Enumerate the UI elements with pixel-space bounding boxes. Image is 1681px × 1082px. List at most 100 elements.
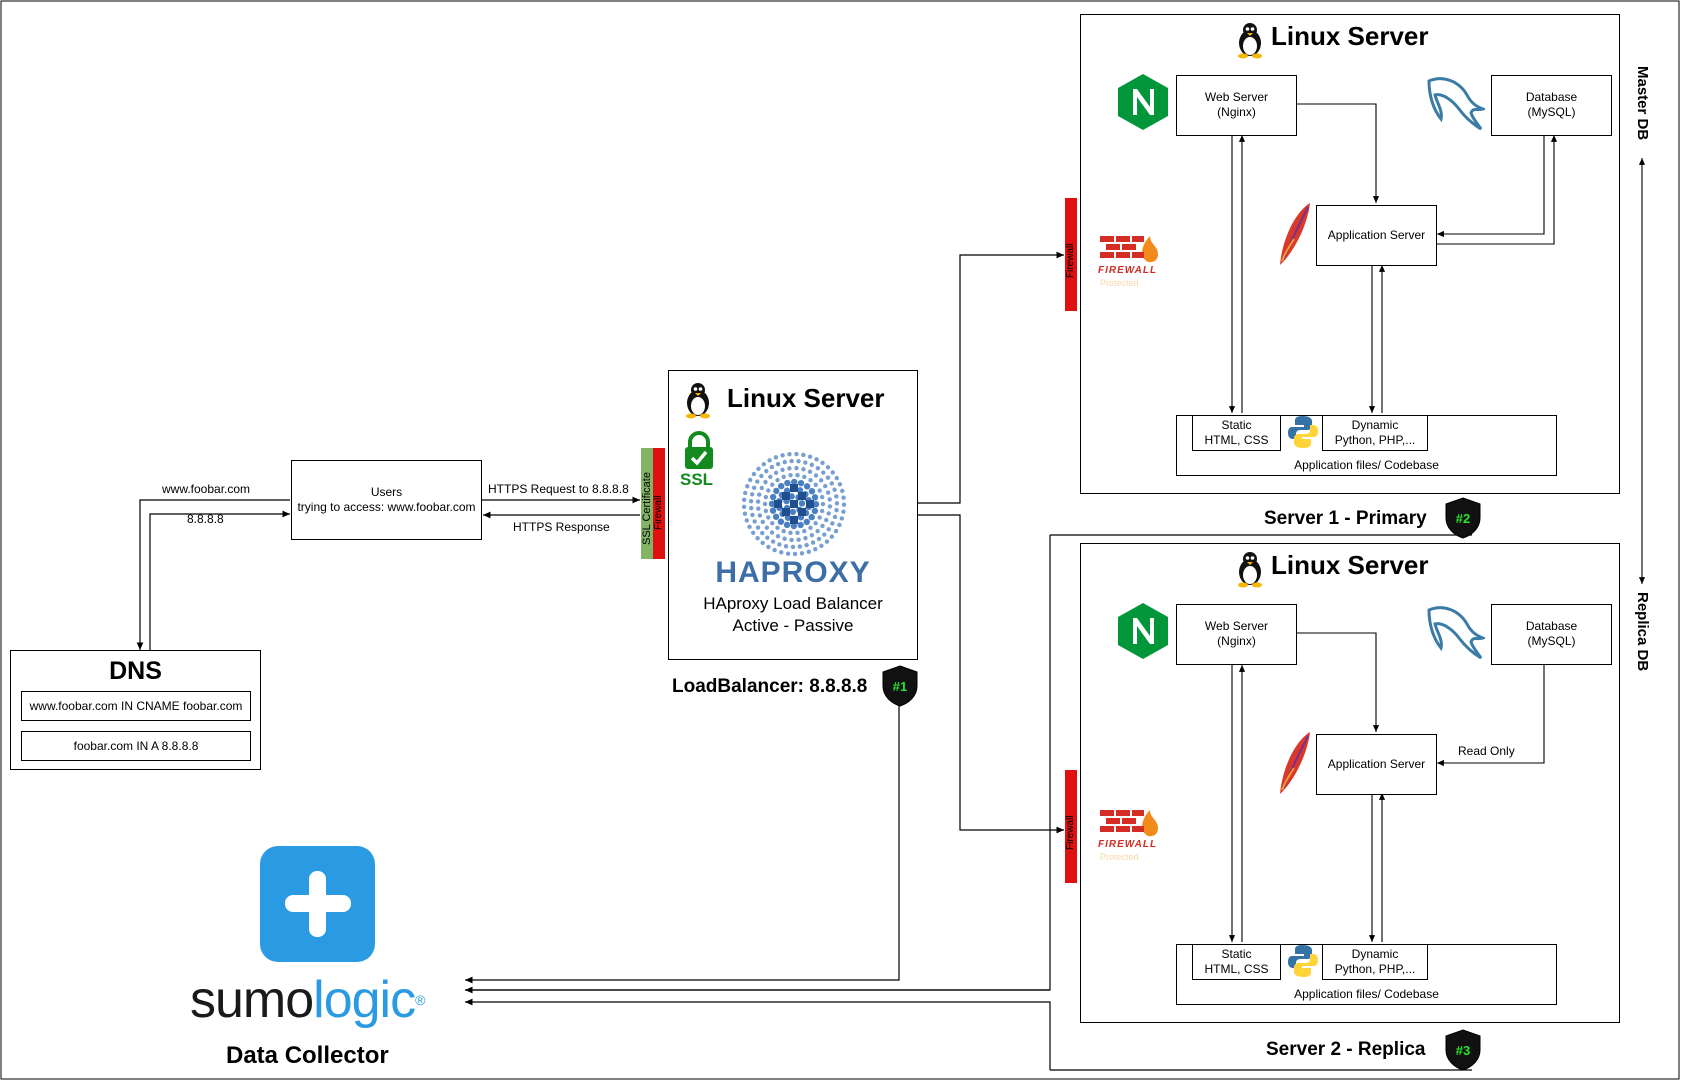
s1-dynamic-label: Dynamic Python, PHP,... [1334,418,1416,447]
s1-app-server-box: Application Server [1316,205,1437,266]
haproxy-logo-text: HAPROXY [715,556,871,589]
ssl-text: SSL [680,470,714,489]
master-db-label: Master DB [1634,66,1651,141]
s1-badge-shield-icon: #2 [1445,497,1481,539]
users-label: Users trying to access: www.foobar.com [297,485,476,514]
s1-web-to-app-arrow [1297,103,1380,203]
s1-firewall-logo-text: FIREWALL [1098,265,1158,276]
users-box: Users trying to access: www.foobar.com [291,460,482,540]
sumologic-logo-logic: logic [313,971,416,1029]
dns-query-arrow [136,499,290,650]
s2-web-server-label: Web Server (Nginx) [1204,619,1269,648]
s1-badge-text: #2 [1456,511,1470,526]
s1-python-icon [1288,416,1318,448]
s1-firewall-label: Firewall [1065,243,1076,278]
s2-apache-feather-icon [1280,732,1310,794]
s1-static-box: Static HTML, CSS [1192,415,1281,451]
dns-record-a-text: foobar.com IN A 8.8.8.8 [73,739,199,753]
s2-app-server-label: Application Server [1327,757,1426,771]
haproxy-description: HAproxy Load Balancer Active - Passive [703,594,883,635]
dns-record-cname: www.foobar.com IN CNAME foobar.com [21,691,251,721]
sumologic-app-icon [260,846,375,962]
s1-database-label: Database (MySQL) [1525,90,1578,119]
s2-caption: Server 2 - Replica [1266,1039,1426,1060]
dns-record-cname-text: www.foobar.com IN CNAME foobar.com [29,699,243,713]
s2-nginx-icon [1118,603,1168,659]
s1-db-to-app-arrow [1437,135,1545,238]
sumologic-caption: Data Collector [226,1042,389,1069]
ssl-lock-icon [685,431,713,469]
s1-codebase-box: Static HTML, CSS Dynamic Python, PHP,...… [1176,415,1557,476]
s1-firewall-bar [1065,198,1077,311]
s1-web-server-label: Web Server (Nginx) [1204,90,1269,119]
lb-firewall-label: Firewall [653,495,664,530]
ssl-certificate-bar [641,448,653,559]
s1-mysql-dolphin-icon [1427,77,1485,131]
sumologic-logo-sumo: sumo [190,971,314,1029]
s1-firewall-brick-icon [1100,236,1158,263]
s2-codebase-box: Static HTML, CSS Dynamic Python, PHP,...… [1176,944,1557,1005]
s2-firewall-bar [1065,770,1077,883]
s2-db-readonly-arrow [1437,664,1545,767]
dns-answer-arrow [149,510,290,650]
s2-database-label: Database (MySQL) [1525,619,1578,648]
s2-title: Linux Server [1271,550,1429,580]
server2-box: Linux Server Web Server (Nginx) Database… [1080,543,1620,1023]
s2-firewall-label: Firewall [1065,815,1076,850]
s2-python-icon [1288,945,1318,977]
replica-db-label: Replica DB [1634,592,1651,672]
s1-firewall-sub-text: Protected [1100,278,1139,288]
lb-server-title: Linux Server [727,383,885,413]
s2-firewall-sub-text: Protected [1100,852,1139,862]
haproxy-logo-icon [741,451,847,557]
s1-database-box: Database (MySQL) [1491,75,1612,136]
s2-firewall-logo-text: FIREWALL [1098,839,1158,850]
s1-linux-tux-icon [1238,23,1262,59]
loadbalancer-server-box: Linux Server SSL HAPROXY HAproxy Load Ba… [668,370,918,660]
s1-app-server-label: Application Server [1327,228,1426,242]
ssl-certificate-label: SSL Certificate [641,472,653,545]
s2-web-to-app-arrow [1297,632,1380,732]
server-group-to-sumo-arrow [465,998,1051,1070]
s1-app-to-db-arrow [1437,135,1558,245]
https-response-label: HTTPS Response [513,520,610,534]
s1-static-label: Static HTML, CSS [1204,418,1269,447]
s2-app-server-box: Application Server [1316,734,1437,795]
s2-badge-text: #3 [1456,1043,1470,1058]
lb-badge-text: #1 [893,679,907,694]
linux-tux-icon [686,383,710,419]
s2-dynamic-box: Dynamic Python, PHP,... [1322,944,1428,980]
s1-title: Linux Server [1271,21,1429,51]
s1-caption: Server 1 - Primary [1264,508,1427,529]
s2-linux-tux-icon [1238,552,1262,588]
s2-codebase-label: Application files/ Codebase [1294,987,1439,1001]
lb-badge-shield-icon: #1 [882,665,918,707]
dns-query-label: www.foobar.com [162,482,251,496]
s2-web-server-box: Web Server (Nginx) [1176,604,1297,665]
s1-codebase-label: Application files/ Codebase [1294,458,1439,472]
s2-static-label: Static HTML, CSS [1204,947,1269,976]
s2-static-box: Static HTML, CSS [1192,944,1281,980]
lb-to-sumo-arrow [465,700,900,984]
dns-title: DNS [109,657,162,685]
dns-box: DNS www.foobar.com IN CNAME foobar.com f… [10,650,261,770]
s2-dynamic-label: Dynamic Python, PHP,... [1334,947,1416,976]
s2-badge-shield-icon: #3 [1445,1029,1481,1071]
dns-record-a: foobar.com IN A 8.8.8.8 [21,731,251,761]
s2-read-only-label: Read Only [1458,744,1515,758]
sumologic-registered: ® [415,992,425,1008]
s2-database-box: Database (MySQL) [1491,604,1612,665]
dns-answer-label: 8.8.8.8 [187,512,224,526]
https-request-label: HTTPS Request to 8.8.8.8 [488,482,629,496]
s2-firewall-brick-icon [1100,810,1158,837]
s1-web-server-box: Web Server (Nginx) [1176,75,1297,136]
s2-mysql-dolphin-icon [1427,606,1485,660]
lb-to-server2-arrow [918,514,1064,834]
s1-apache-feather-icon [1280,203,1310,265]
server1-box: Linux Server Web Server (Nginx) Database… [1080,14,1620,494]
lb-to-server1-arrow [918,251,1064,504]
s1-nginx-icon [1118,74,1168,130]
lb-caption: LoadBalancer: 8.8.8.8 [672,676,868,697]
